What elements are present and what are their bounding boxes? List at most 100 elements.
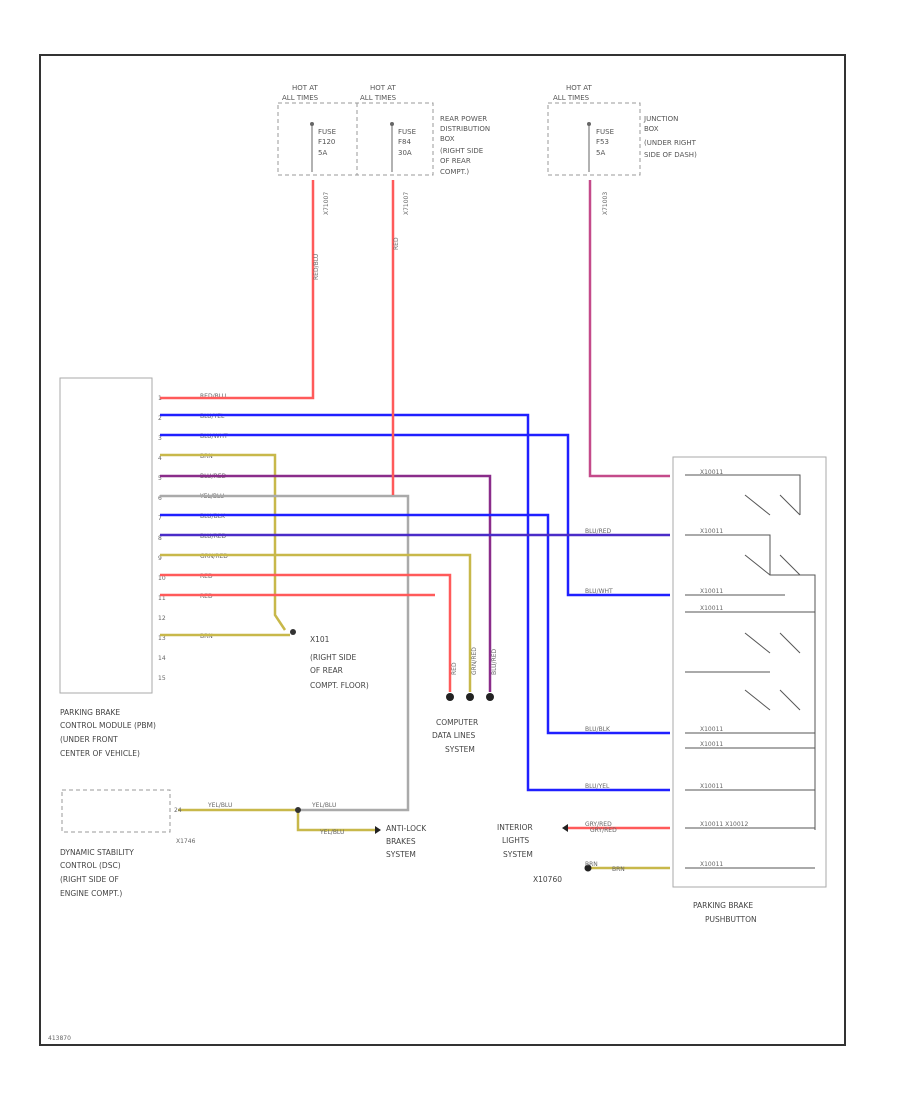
pushbutton-switches <box>685 474 816 869</box>
fuse-f84-hot: HOT AT <box>370 84 397 92</box>
svg-text:(RIGHT SIDE: (RIGHT SIDE <box>440 147 483 155</box>
pbm-pin-14: 14 <box>158 655 166 662</box>
f120-wire-label: RED/BLU <box>313 254 320 280</box>
fuse-f53-hot: HOT AT <box>566 84 593 92</box>
dsc-conn: X1746 <box>176 838 196 845</box>
svg-text:YEL/BLU: YEL/BLU <box>311 802 336 809</box>
svg-text:INTERIOR: INTERIOR <box>497 823 533 832</box>
pushbutton-wire-2: BLU/WHT <box>585 588 613 595</box>
fuse-f120-label: FUSE <box>318 128 336 136</box>
svg-text:PARKING BRAKE: PARKING BRAKE <box>693 901 753 910</box>
svg-text:BRN: BRN <box>612 866 625 873</box>
svg-text:COMPT. FLOOR): COMPT. FLOOR) <box>310 681 369 690</box>
pbm-wire-label-10: RED <box>200 573 213 580</box>
svg-text:OF REAR: OF REAR <box>440 157 471 165</box>
svg-text:CONTROL MODULE (PBM): CONTROL MODULE (PBM) <box>60 721 156 730</box>
svg-text:ANTI-LOCK: ANTI-LOCK <box>386 824 427 833</box>
svg-text:JUNCTION: JUNCTION <box>643 115 678 123</box>
rear-power-box-label: REAR POWER DISTRIBUTION BOX (RIGHT SIDE … <box>440 115 490 176</box>
dsc-label: DYNAMIC STABILITY CONTROL (DSC) (RIGHT S… <box>60 848 134 898</box>
junction-box-label: JUNCTION BOX (UNDER RIGHT SIDE OF DASH) <box>643 115 697 159</box>
svg-text:YEL/BLU: YEL/BLU <box>319 829 344 836</box>
svg-text:ENGINE COMPT.): ENGINE COMPT.) <box>60 889 122 898</box>
pushbutton-inner-0: X10011 <box>700 469 723 476</box>
pushbutton-inner-2: X10011 <box>700 588 723 595</box>
pbm-pin-4: 4 <box>158 455 162 462</box>
svg-text:BOX: BOX <box>644 125 659 133</box>
svg-text:SYSTEM: SYSTEM <box>445 745 475 754</box>
svg-text:COMPUTER: COMPUTER <box>436 718 478 727</box>
wire-pin1-red <box>160 180 315 400</box>
pbm-wire-label-7: BLU/BLK <box>200 513 226 520</box>
pbm-pin-7: 7 <box>158 515 162 522</box>
dsc-module: 24 X1746 YEL/BLU YEL/BLU YEL/BLU <box>61 789 344 845</box>
pbm-wire-label-4: BRN <box>200 453 213 460</box>
svg-text:BOX: BOX <box>440 135 455 143</box>
pbm-pin-6: 6 <box>158 495 162 502</box>
svg-text:DISTRIBUTION: DISTRIBUTION <box>440 125 490 133</box>
fuse-f120-circuit: X71007 <box>323 192 330 215</box>
fuse-f53-id: F53 <box>596 138 609 146</box>
pbm-wire-label-3: BLU/WHT <box>200 433 228 440</box>
fuse-box-left <box>277 102 434 176</box>
fuse-f120-hot2: ALL TIMES <box>282 94 319 102</box>
svg-text:PARKING BRAKE: PARKING BRAKE <box>60 708 120 717</box>
pbm-pin-11: 11 <box>158 595 166 602</box>
fuse-f84-hot2: ALL TIMES <box>360 94 397 102</box>
pushbutton-wire-8: BRN <box>585 861 598 868</box>
pbm-pin-13: 13 <box>158 635 166 642</box>
svg-text:CENTER OF VEHICLE): CENTER OF VEHICLE) <box>60 749 140 758</box>
ground-x101-id: X101 <box>310 635 330 644</box>
svg-text:GRN/RED: GRN/RED <box>471 647 478 675</box>
svg-text:OF REAR: OF REAR <box>310 666 343 675</box>
fuse-f84-id: F84 <box>398 138 411 146</box>
pushbutton-wire-4: BLU/BLK <box>585 726 611 733</box>
wire-pin3-blue <box>160 433 670 597</box>
pushbutton-inner-5: X10011 <box>700 741 723 748</box>
ground-x10760: X10760 BRN <box>533 864 625 884</box>
svg-text:(RIGHT SIDE OF: (RIGHT SIDE OF <box>60 875 119 884</box>
wire-abs-yel <box>296 810 375 832</box>
wire-pin10-red <box>160 573 452 692</box>
pbm-wire-label-13: BRN <box>200 633 213 640</box>
pushbutton-wire-6: BLU/YEL <box>585 783 610 790</box>
svg-text:SYSTEM: SYSTEM <box>386 850 416 859</box>
pbm-wire-label-9: GRN/RED <box>200 553 228 560</box>
fuse-f53-circuit: X71003 <box>602 192 609 215</box>
pbm-pin-12: 12 <box>158 615 166 622</box>
fuse-f120-amps: 5A <box>318 149 327 157</box>
wire-pin7-blue <box>160 513 670 735</box>
wire-pin9-grn <box>160 553 472 692</box>
ground-x101: X101 (RIGHT SIDE OF REAR COMPT. FLOOR) <box>290 629 369 690</box>
wire-pin2-blue <box>160 413 670 792</box>
pushbutton-inner-3: X10011 <box>700 605 723 612</box>
fuse-f120-id: F120 <box>318 138 335 146</box>
fuse-f84-label: FUSE <box>398 128 416 136</box>
wire-f53-violet <box>588 180 670 478</box>
computer-data-label: COMPUTER DATA LINES SYSTEM <box>432 718 478 754</box>
fuse-f84: HOT AT ALL TIMES FUSE F84 30A X71007 <box>360 84 416 215</box>
fuse-f53-label: FUSE <box>596 128 614 136</box>
pushbutton-inner-6: X10011 <box>700 783 723 790</box>
svg-text:LIGHTS: LIGHTS <box>502 836 529 845</box>
diagram-frame <box>39 54 846 1046</box>
dsc-pin: 24 <box>174 807 182 814</box>
svg-text:BRAKES: BRAKES <box>386 837 416 846</box>
pbm-pin-2: 2 <box>158 415 162 422</box>
fuse-f84-circuit: X71007 <box>403 192 410 215</box>
pbm-pin-5: 5 <box>158 475 162 482</box>
svg-text:COMPT.): COMPT.) <box>440 168 469 176</box>
fuse-f120: HOT AT ALL TIMES FUSE F120 5A X71007 <box>282 84 336 215</box>
wire-pin6-gray <box>160 494 410 812</box>
pushbutton-inner-4: X10011 <box>700 726 723 733</box>
svg-text:(UNDER RIGHT: (UNDER RIGHT <box>644 139 697 147</box>
svg-text:(UNDER FRONT: (UNDER FRONT <box>60 735 118 744</box>
pushbutton-wire-1: BLU/RED <box>585 528 612 535</box>
pbm-pin-3: 3 <box>158 435 162 442</box>
svg-text:CONTROL (DSC): CONTROL (DSC) <box>60 861 121 870</box>
wires <box>160 180 670 870</box>
svg-text:REAR POWER: REAR POWER <box>440 115 487 123</box>
